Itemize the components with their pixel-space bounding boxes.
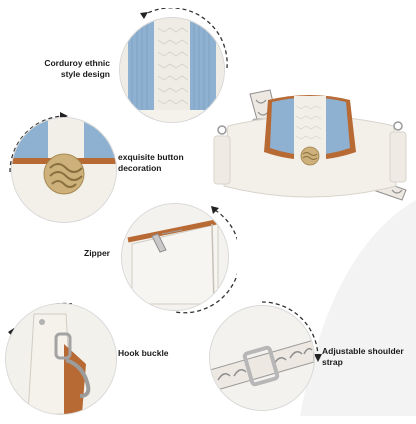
zipper-detail-circle [122, 204, 228, 310]
corduroy-detail-circle [120, 18, 224, 122]
feature-label-zipper: Zipper [84, 248, 110, 258]
strap-detail-circle [210, 306, 314, 410]
feature-label-corduroy: Corduroy ethnic style design [44, 58, 110, 79]
feature-label-button: exquisite button decoration [118, 152, 184, 173]
dashed-ring-strap [261, 301, 322, 362]
feature-label-strap: Adjustable shoulder strap [322, 346, 404, 367]
bag-product-image [213, 89, 407, 201]
dashed-ring-zipper [174, 206, 237, 314]
button-detail-circle [12, 118, 116, 222]
feature-label-hook: Hook buckle [118, 348, 169, 358]
hook-buckle-detail-circle [6, 304, 116, 414]
dashed-ring-corduroy [140, 8, 228, 69]
